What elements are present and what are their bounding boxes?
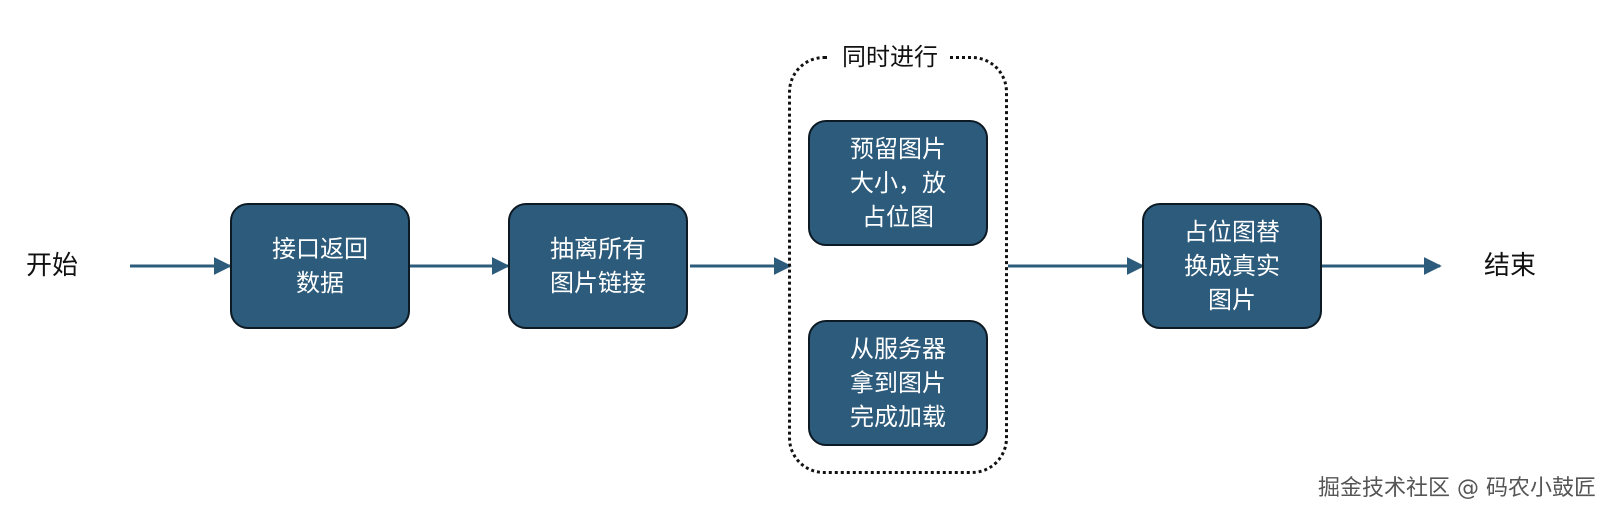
parallel-group-label: 同时进行	[830, 42, 950, 72]
step-extract-links-line-2: 图片链接	[550, 269, 646, 297]
task-load-image[interactable]: 从服务器 拿到图片 完成加载	[808, 320, 988, 446]
step-replace-image-line-2: 换成真实	[1184, 252, 1280, 280]
task-placeholder-line-2: 大小，放	[850, 169, 946, 197]
step-replace-image-line-3: 图片	[1208, 286, 1256, 314]
end-label: 结束	[1484, 251, 1537, 281]
step-fetch-data[interactable]: 接口返回 数据	[230, 203, 410, 329]
watermark: 掘金技术社区 @ 码农小鼓匠	[1318, 476, 1596, 501]
task-placeholder[interactable]: 预留图片 大小，放 占位图	[808, 120, 988, 246]
task-load-image-line-1: 从服务器	[850, 335, 946, 363]
task-load-image-line-3: 完成加载	[850, 403, 946, 431]
start-label: 开始	[26, 251, 79, 281]
task-load-image-line-2: 拿到图片	[850, 369, 946, 397]
step-fetch-data-line-1: 接口返回	[272, 235, 368, 263]
step-replace-image-line-1: 占位图替	[1184, 218, 1280, 246]
task-placeholder-line-1: 预留图片	[850, 135, 946, 163]
step-extract-links-line-1: 抽离所有	[550, 235, 646, 263]
step-fetch-data-line-2: 数据	[296, 269, 344, 297]
task-placeholder-line-3: 占位图	[862, 203, 934, 231]
step-replace-image[interactable]: 占位图替 换成真实 图片	[1142, 203, 1322, 329]
step-extract-links[interactable]: 抽离所有 图片链接	[508, 203, 688, 329]
